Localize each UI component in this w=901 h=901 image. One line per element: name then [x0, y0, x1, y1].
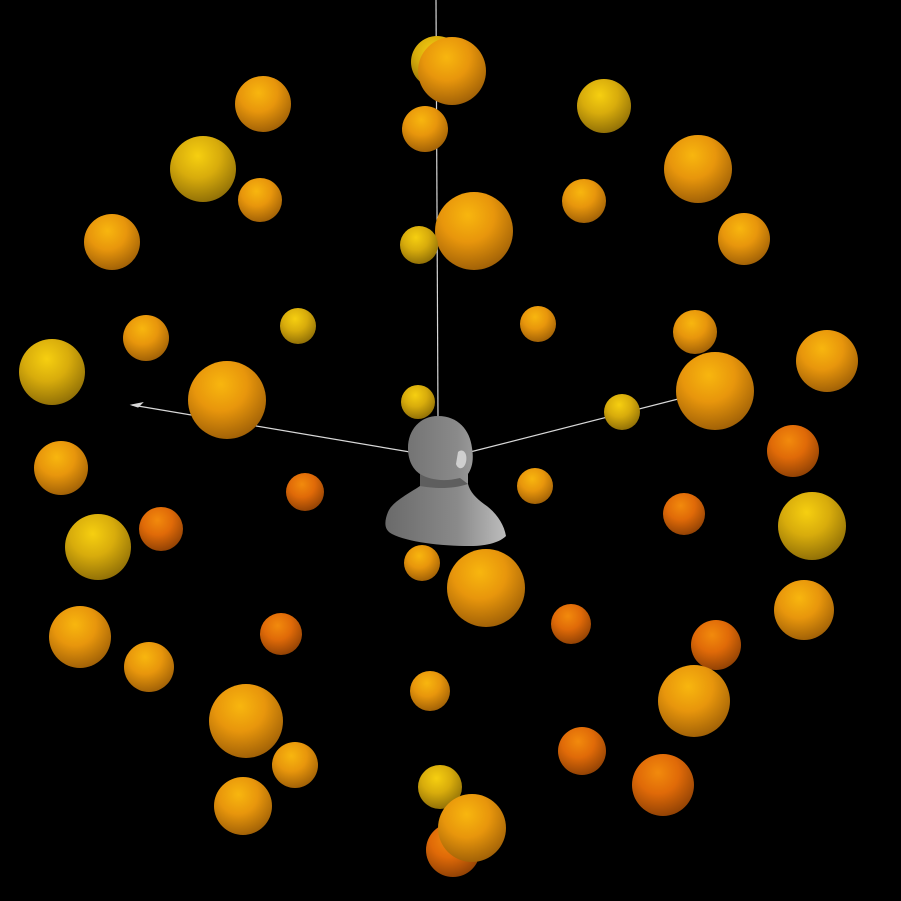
sphere	[402, 106, 448, 152]
sphere	[663, 493, 705, 535]
sphere	[658, 665, 730, 737]
sphere	[520, 306, 556, 342]
sphere	[718, 213, 770, 265]
sphere	[562, 179, 606, 223]
sphere	[673, 310, 717, 354]
sphere	[404, 545, 440, 581]
sphere	[188, 361, 266, 439]
sphere	[410, 671, 450, 711]
sphere	[438, 794, 506, 862]
sphere	[767, 425, 819, 477]
sphere	[400, 226, 438, 264]
sphere	[577, 79, 631, 133]
sphere	[401, 385, 435, 419]
sphere	[551, 604, 591, 644]
sphere	[664, 135, 732, 203]
sphere	[447, 549, 525, 627]
sphere	[691, 620, 741, 670]
sphere	[170, 136, 236, 202]
sphere	[84, 214, 140, 270]
spheres-back	[19, 36, 858, 439]
sphere	[214, 777, 272, 835]
axis-left	[131, 404, 411, 453]
sphere	[19, 339, 85, 405]
sphere	[632, 754, 694, 816]
sphere	[34, 441, 88, 495]
sphere	[796, 330, 858, 392]
sphere	[418, 37, 486, 105]
sphere	[280, 308, 316, 344]
sphere	[604, 394, 640, 430]
sphere	[558, 727, 606, 775]
sphere	[49, 606, 111, 668]
sphere	[238, 178, 282, 222]
sphere	[778, 492, 846, 560]
sphere	[124, 642, 174, 692]
sphere	[260, 613, 302, 655]
sphere	[65, 514, 131, 580]
sphere	[676, 352, 754, 430]
sphere	[123, 315, 169, 361]
axis-left-tip	[129, 402, 144, 408]
head-bust	[385, 416, 506, 546]
sphere	[139, 507, 183, 551]
sphere	[517, 468, 553, 504]
sphere	[774, 580, 834, 640]
sphere	[418, 765, 462, 809]
sphere	[272, 742, 318, 788]
sphere	[435, 192, 513, 270]
head-ear	[456, 450, 467, 469]
axis-right	[469, 395, 691, 453]
spheres-front	[34, 425, 846, 877]
sphere	[235, 76, 291, 132]
sphere	[286, 473, 324, 511]
sphere	[209, 684, 283, 758]
head-shadow	[420, 474, 468, 488]
